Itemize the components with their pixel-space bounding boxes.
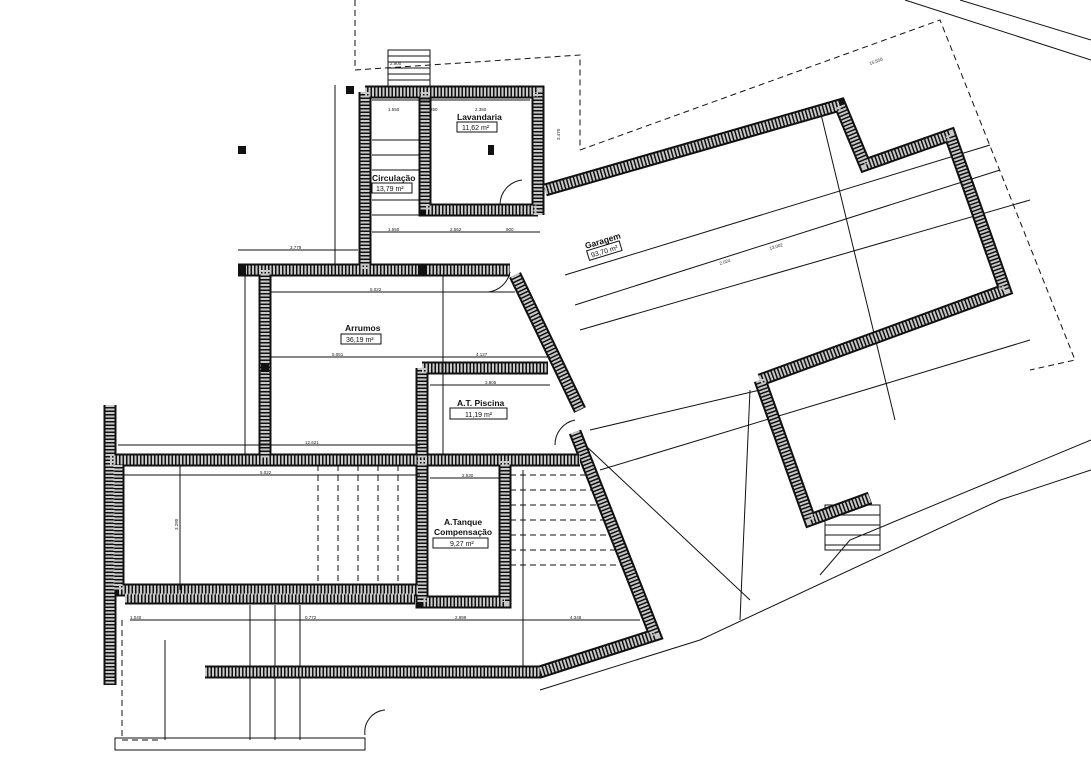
dim-label: 2.562 bbox=[450, 227, 462, 232]
svg-text:A.T. Piscina: A.T. Piscina bbox=[457, 398, 505, 408]
dim-label: 1.550 bbox=[388, 227, 400, 232]
svg-text:36,19 m²: 36,19 m² bbox=[346, 337, 374, 344]
room-garagem: Garagem 93,70 m² bbox=[584, 230, 623, 261]
svg-text:Circulação: Circulação bbox=[372, 173, 415, 183]
dim-label: 12.621 bbox=[305, 440, 319, 445]
svg-text:13,79 m²: 13,79 m² bbox=[376, 186, 404, 193]
room-tanque-compensacao: A.Tanque Compensação 9,27 m² bbox=[432, 517, 492, 549]
dim-label: 350 bbox=[430, 107, 438, 112]
dim-label: 5.022 bbox=[370, 287, 382, 292]
dim-label: 2.350 bbox=[475, 107, 487, 112]
dim-label: 1.040 bbox=[130, 615, 142, 620]
dim-label: 5.022 bbox=[260, 470, 272, 475]
svg-text:Compensação: Compensação bbox=[434, 527, 492, 537]
dim-label: 3.470 bbox=[556, 128, 561, 140]
room-at-piscina: A.T. Piscina 11,19 m² bbox=[449, 398, 508, 420]
dim-label: 2.530 bbox=[462, 473, 474, 478]
svg-text:A.Tanque: A.Tanque bbox=[444, 517, 482, 527]
room-lavandaria: Lavandaria 11,62 m² bbox=[456, 112, 502, 133]
dimension-labels: 2.900 1.550 350 2.350 3.470 1.550 2.562 … bbox=[130, 56, 884, 620]
dim-label: 15.550 bbox=[869, 56, 884, 66]
dimension-lines bbox=[118, 85, 640, 670]
site-boundary bbox=[114, 0, 1091, 751]
room-circulacao: Circulação 13,79 m² bbox=[371, 173, 415, 194]
dim-label: 2.899 bbox=[455, 615, 467, 620]
svg-text:Arrumos: Arrumos bbox=[345, 323, 381, 333]
svg-text:Lavandaria: Lavandaria bbox=[457, 112, 502, 122]
svg-text:11,62 m²: 11,62 m² bbox=[462, 125, 490, 132]
dim-label: 900 bbox=[506, 227, 514, 232]
dim-label: 13.002 bbox=[769, 242, 784, 251]
walls bbox=[103, 85, 1014, 685]
doors bbox=[364, 179, 576, 736]
room-arrumos: Arrumos 36,19 m² bbox=[340, 323, 382, 345]
svg-text:11,19 m²: 11,19 m² bbox=[465, 412, 493, 419]
dim-label: 0.772 bbox=[305, 615, 317, 620]
dim-label: 5.051 bbox=[332, 352, 344, 357]
dim-label: 3.779 bbox=[290, 245, 302, 250]
dim-label: 2.024 bbox=[719, 258, 732, 266]
svg-text:9,27 m²: 9,27 m² bbox=[450, 541, 474, 548]
dim-label: 4.127 bbox=[476, 352, 488, 357]
dim-label: 2.900 bbox=[390, 61, 402, 66]
dim-label: 3.805 bbox=[485, 380, 497, 385]
dim-label: 1.550 bbox=[388, 107, 400, 112]
dim-label: 4.348 bbox=[570, 615, 582, 620]
dim-label: 3.280 bbox=[174, 518, 179, 530]
